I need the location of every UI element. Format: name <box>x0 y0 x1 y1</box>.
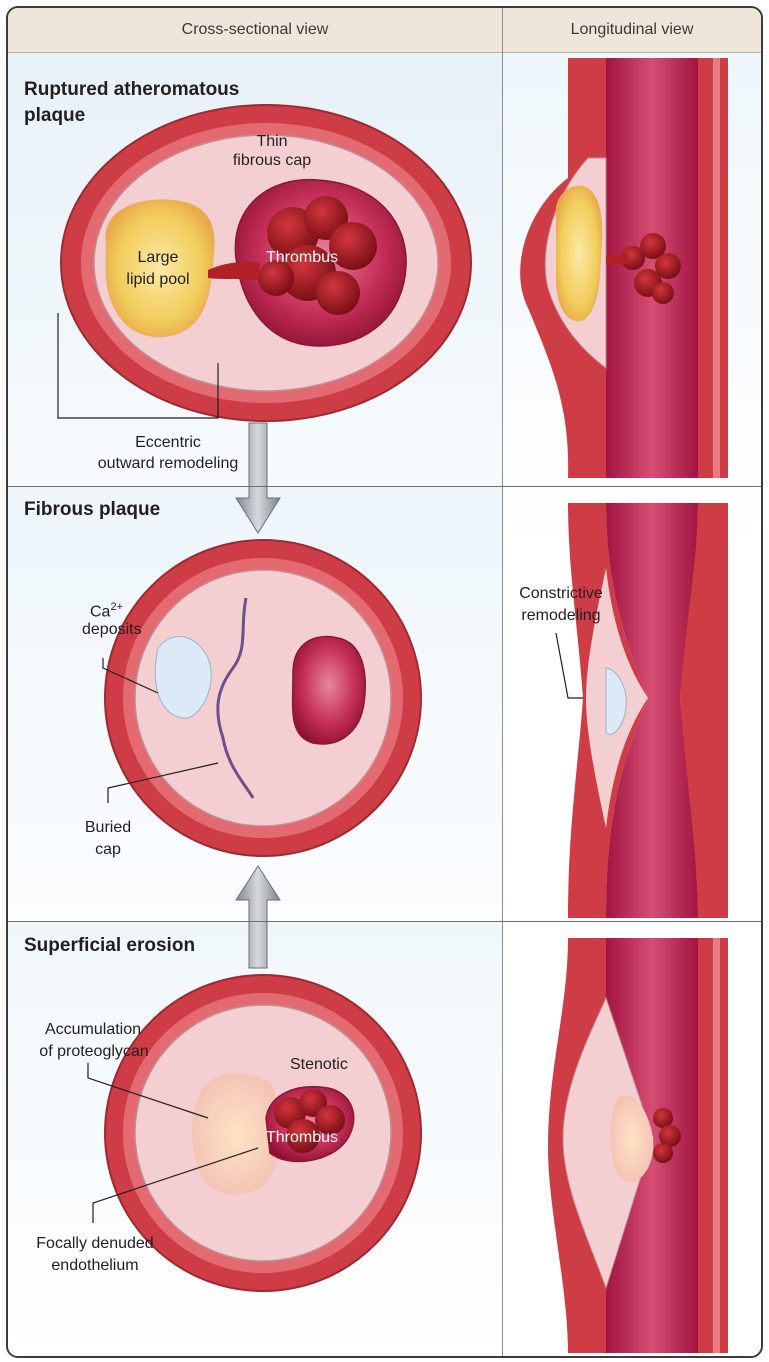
row-divider-2 <box>8 921 761 922</box>
label-thin-fibrous-cap-line1: Thin <box>222 132 322 151</box>
label-buried-line2: cap <box>68 840 148 859</box>
title-ruptured-line2: plaque <box>24 104 85 128</box>
illustration <box>8 8 761 1356</box>
label-ruptured-thrombus: Thrombus <box>266 248 338 267</box>
label-ca-superscript: 2+ <box>110 601 123 613</box>
label-buried-line1: Buried <box>68 818 148 837</box>
fibrous-longitudinal <box>556 503 728 918</box>
label-ca-base: Ca <box>90 603 110 620</box>
title-fibrous: Fibrous plaque <box>24 498 160 522</box>
label-eccentric-line1: Eccentric <box>78 433 258 452</box>
label-denuded-line1: Focally denuded <box>22 1234 168 1253</box>
label-thin-fibrous-cap-line2: fibrous cap <box>214 151 330 170</box>
label-stenotic: Stenotic <box>290 1055 348 1074</box>
label-constrictive-line1: Constrictive <box>503 584 619 603</box>
label-ca-deposits-line1: Ca2+ <box>90 598 123 621</box>
arrow-up <box>236 866 280 968</box>
column-divider <box>502 8 503 1356</box>
label-ca-deposits-line2: deposits <box>82 620 142 639</box>
label-accumulation-line1: Accumulation <box>28 1020 158 1039</box>
ruptured-longitudinal <box>520 58 728 478</box>
label-eccentric-line2: outward remodeling <box>78 454 258 473</box>
label-accumulation-line2: of proteoglycan <box>24 1042 164 1061</box>
erosion-longitudinal <box>548 938 728 1353</box>
label-denuded-line2: endothelium <box>22 1256 168 1275</box>
figure-frame: Cross-sectional view Longitudinal view <box>6 6 763 1358</box>
label-lipid-line2: lipid pool <box>100 270 216 289</box>
label-constrictive-line2: remodeling <box>503 606 619 625</box>
row-divider-1 <box>8 486 761 487</box>
label-erosion-thrombus: Thrombus <box>266 1128 338 1147</box>
fibrous-cross-section <box>103 540 421 856</box>
title-ruptured-line1: Ruptured atheromatous <box>24 78 239 102</box>
title-erosion: Superficial erosion <box>24 934 195 958</box>
label-lipid-line1: Large <box>108 248 208 267</box>
